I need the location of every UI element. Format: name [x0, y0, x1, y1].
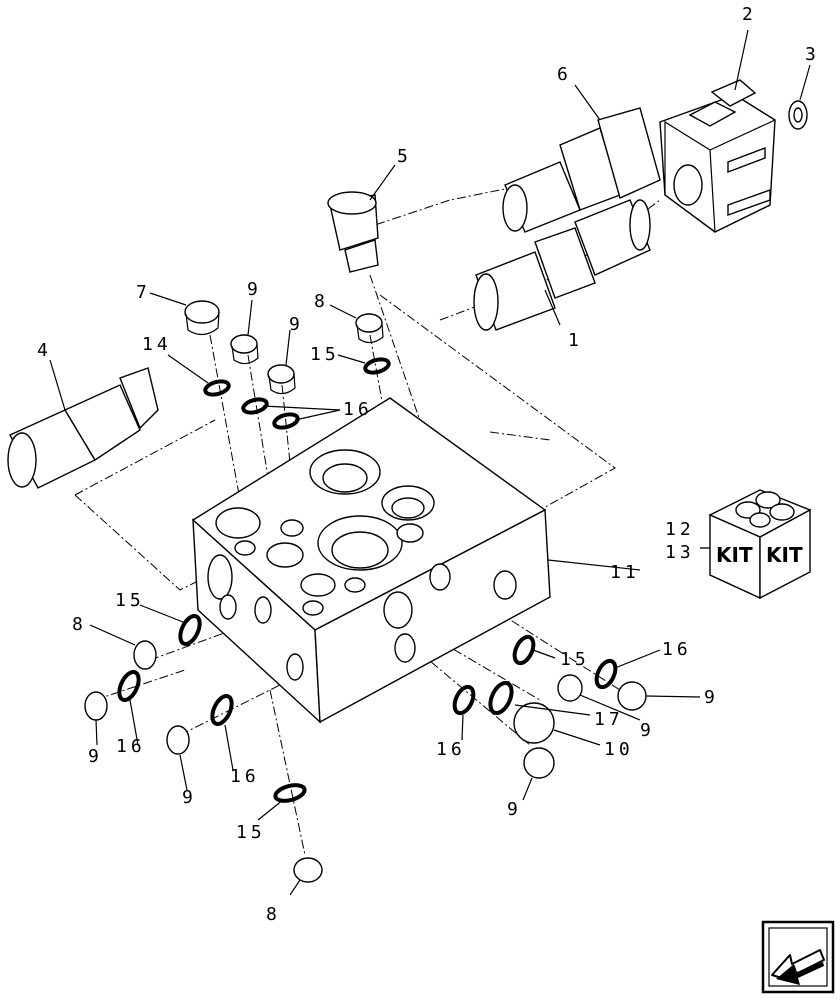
callout-9-a: 9: [247, 279, 262, 300]
callout-16-left: 16: [116, 736, 146, 757]
callout-4: 4: [37, 340, 52, 361]
part-6-valve: [502, 107, 661, 233]
callout-14: 14: [142, 334, 172, 355]
manifold-block: [191, 397, 551, 724]
callout-3: 3: [805, 44, 820, 65]
callout-16-right: 16: [662, 639, 692, 660]
callout-8-bottom: 8: [266, 904, 281, 925]
callout-12: 12: [665, 519, 695, 540]
kit-label-right: KIT: [766, 543, 803, 567]
callout-6: 6: [557, 64, 572, 85]
o-rings: [117, 357, 618, 803]
kit-label-left: KIT: [716, 543, 753, 567]
part-1-sensor: [473, 199, 651, 331]
callout-16-top: 16: [343, 399, 373, 420]
part-4-cartridge: [7, 367, 159, 489]
callout-15-left: 15: [115, 590, 145, 611]
part-3-nut: [788, 100, 808, 130]
callout-17: 17: [594, 709, 624, 730]
callout-9-f: 9: [640, 720, 655, 741]
callout-10: 10: [604, 739, 634, 760]
callout-7: 7: [136, 282, 151, 303]
callout-5: 5: [397, 146, 412, 167]
callout-15-bottom: 15: [236, 822, 266, 843]
callout-13: 13: [665, 542, 695, 563]
callout-9-c: 9: [88, 746, 103, 767]
plugs: [84, 300, 647, 883]
callout-16-center: 16: [436, 739, 466, 760]
callout-9-b: 9: [289, 314, 304, 335]
part-5-plug: [327, 191, 379, 273]
callout-1: 1: [568, 330, 583, 351]
callout-8-left: 8: [72, 614, 87, 635]
callout-15-top: 15: [310, 344, 340, 365]
callout-9-d: 9: [182, 787, 197, 808]
callout-8-top: 8: [314, 291, 329, 312]
callout-16-mid: 16: [230, 766, 260, 787]
callout-15-right: 15: [560, 649, 590, 670]
callout-labels: 1 2 3 4 5 6 7 8 8 8 9 9 9 9 9 9 9 10 11 …: [37, 4, 820, 925]
callout-11: 11: [610, 562, 640, 583]
leader-lines: [49, 29, 811, 896]
kit-box: KIT KIT: [700, 489, 812, 600]
callout-2: 2: [742, 4, 757, 25]
arrow-back-icon[interactable]: [761, 920, 835, 994]
part-2-connector: [659, 79, 776, 233]
callout-9-e: 9: [507, 799, 522, 820]
callout-9-g: 9: [704, 687, 719, 708]
